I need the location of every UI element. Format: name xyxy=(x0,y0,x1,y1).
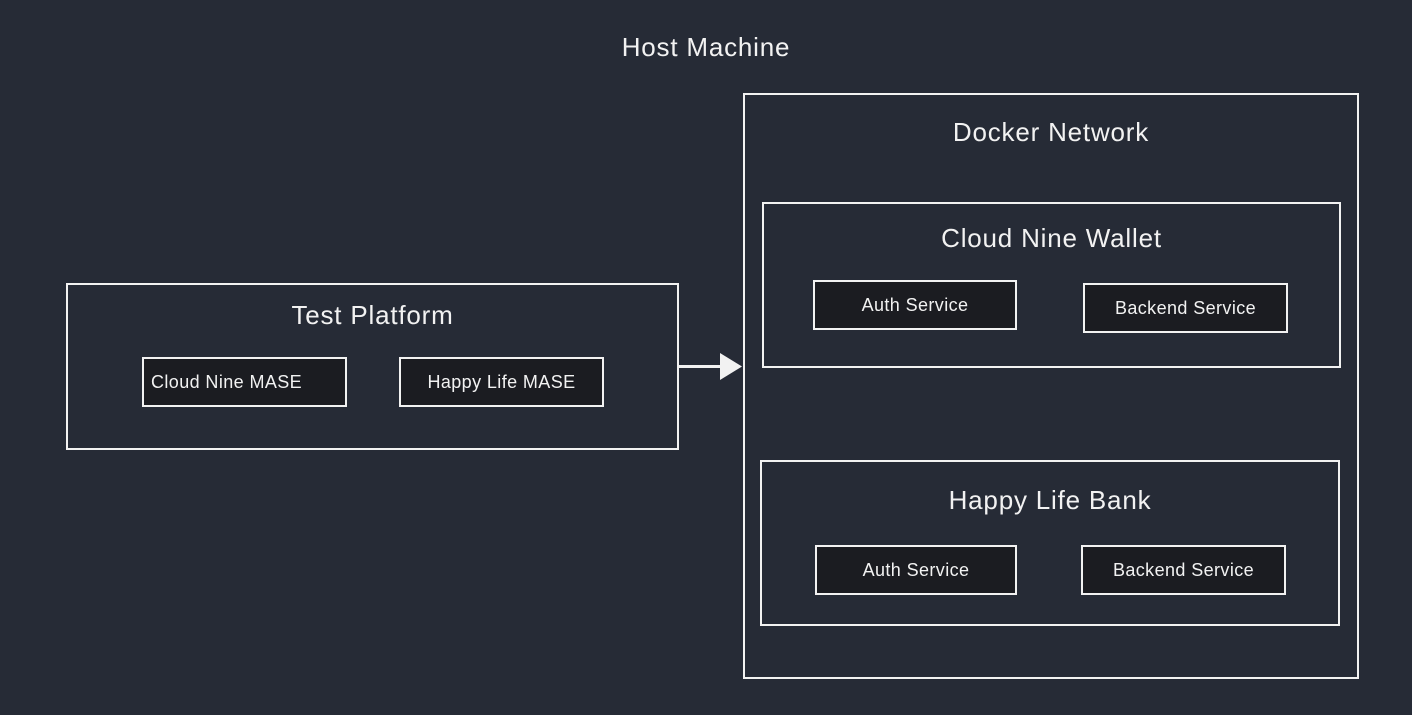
docker-network-title: Docker Network xyxy=(952,117,1150,147)
wallet-auth-service-label: Auth Service xyxy=(861,294,969,315)
happy-life-mase-label: Happy Life MASE xyxy=(427,371,576,392)
cloud-nine-mase-label: Cloud Nine MASE xyxy=(151,371,303,392)
wallet-auth-service-node: Auth Service xyxy=(813,280,1017,330)
test-platform-title: Test Platform xyxy=(291,300,454,330)
wallet-backend-service-node: Backend Service xyxy=(1083,283,1288,333)
wallet-backend-service-label: Backend Service xyxy=(1114,297,1257,318)
host-machine-title: Host Machine xyxy=(621,32,791,62)
bank-backend-service-node: Backend Service xyxy=(1081,545,1286,595)
happy-life-mase-node: Happy Life MASE xyxy=(399,357,604,407)
bank-auth-service-node: Auth Service xyxy=(815,545,1017,595)
docker-network-box: Docker Network Cloud Nine Wallet Auth Se… xyxy=(743,93,1359,679)
right-arrow-icon xyxy=(678,353,742,380)
test-platform-box: Test Platform Cloud Nine MASE Happy Life… xyxy=(66,283,679,450)
happy-life-bank-title: Happy Life Bank xyxy=(948,485,1152,515)
cloud-nine-wallet-box: Cloud Nine Wallet Auth Service Backend S… xyxy=(762,202,1341,368)
happy-life-bank-box: Happy Life Bank Auth Service Backend Ser… xyxy=(760,460,1340,626)
bank-auth-service-label: Auth Service xyxy=(862,559,970,580)
cloud-nine-wallet-title: Cloud Nine Wallet xyxy=(941,223,1162,253)
cloud-nine-mase-node: Cloud Nine MASE xyxy=(142,357,347,407)
bank-backend-service-label: Backend Service xyxy=(1112,559,1255,580)
